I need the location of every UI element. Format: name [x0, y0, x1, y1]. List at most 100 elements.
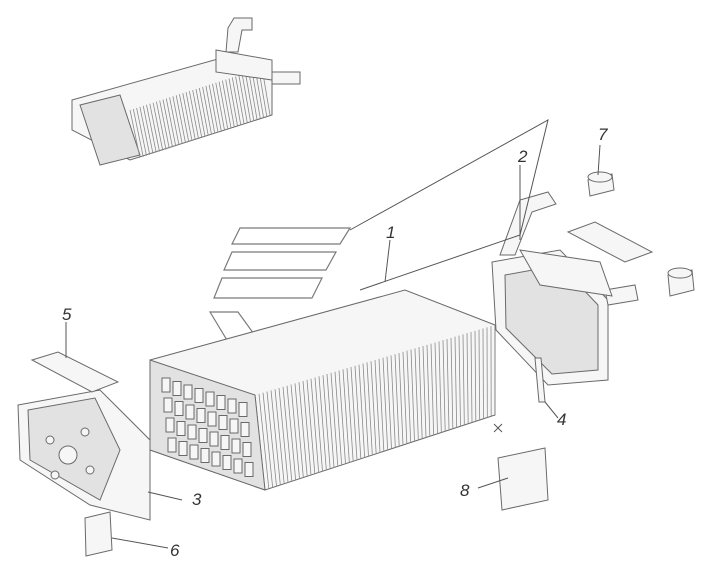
reference-fin — [152, 102, 164, 151]
callout-6: 6 — [170, 541, 180, 560]
tube-opening — [194, 388, 204, 403]
reference-fin — [251, 71, 261, 119]
core-fin — [446, 338, 450, 431]
core-fin — [310, 378, 320, 473]
tube-opening — [233, 458, 243, 474]
reference-fin — [175, 95, 186, 144]
reference-fin — [195, 88, 206, 137]
core-fin — [406, 350, 412, 443]
core-fin — [374, 359, 381, 453]
reference-fin — [189, 91, 199, 139]
reference-fin — [215, 82, 225, 131]
tube-opening — [165, 417, 175, 433]
core-fin — [330, 372, 339, 467]
core-fin — [402, 351, 408, 444]
assembled-heater-reference — [71, 17, 301, 166]
core-fin — [422, 345, 427, 438]
tube-opening — [163, 397, 173, 413]
reference-fin — [228, 78, 238, 126]
gasket-right — [566, 221, 654, 263]
left-tank — [17, 389, 151, 521]
core-fin — [342, 369, 350, 463]
reference-fin — [235, 76, 245, 124]
callout-8: 8 — [460, 481, 470, 500]
core-fin — [398, 352, 404, 446]
reference-fin — [172, 96, 183, 145]
callout-4: 4 — [557, 410, 566, 429]
core-fin — [430, 343, 435, 436]
reference-fin — [146, 104, 157, 153]
core-fin — [450, 337, 454, 429]
core-fin — [454, 336, 458, 428]
tube-opening — [185, 404, 195, 420]
core-fin — [322, 375, 331, 469]
core-fin — [258, 393, 270, 489]
tube-opening — [183, 384, 193, 400]
reference-fin — [159, 100, 170, 149]
reference-fin — [231, 77, 242, 125]
core-fin — [266, 391, 277, 487]
tube-opening — [240, 422, 250, 437]
reference-fin — [149, 103, 160, 152]
core-fin — [438, 341, 442, 433]
core-fin — [294, 383, 304, 478]
reference-fin — [225, 79, 235, 127]
reference-fin — [136, 107, 147, 156]
tube-opening — [242, 442, 252, 457]
tube-opening — [222, 455, 232, 470]
reference-fin — [205, 85, 216, 134]
tube-opening — [218, 415, 228, 430]
reference-fin — [238, 75, 248, 123]
reference-fin — [169, 97, 180, 146]
callout-7: 7 — [598, 125, 608, 144]
reference-fin — [182, 93, 193, 141]
cap-7-bottom — [667, 267, 695, 297]
core-fin — [298, 382, 308, 477]
tube-opening — [244, 462, 254, 477]
tube-opening — [207, 411, 217, 427]
reference-fin — [142, 105, 154, 154]
core-fin — [302, 380, 312, 476]
core-fin — [358, 364, 366, 458]
tube-opening — [216, 395, 226, 410]
core-fin — [378, 358, 385, 452]
tube-opening — [211, 451, 221, 467]
right-tank — [491, 191, 639, 386]
core-fin — [306, 379, 316, 474]
core-fin — [334, 371, 343, 466]
core-fin — [338, 370, 346, 464]
core-fin — [370, 361, 377, 454]
core-fin — [282, 386, 293, 482]
core-fin — [394, 354, 400, 447]
core-fin — [278, 387, 289, 483]
core-fin — [418, 347, 423, 439]
core-fin — [354, 365, 362, 459]
core-fin — [286, 385, 297, 481]
reference-fin — [202, 86, 212, 135]
tube-opening — [189, 444, 199, 460]
core-fin — [326, 373, 335, 468]
tube-opening — [227, 398, 237, 414]
reference-fin — [162, 99, 173, 148]
core-fin — [462, 334, 465, 426]
core-fin — [426, 344, 431, 437]
core-fin — [382, 357, 389, 451]
tube-opening — [200, 448, 210, 463]
core-fin — [410, 349, 415, 442]
core-fin — [466, 333, 469, 424]
reference-fin — [129, 109, 141, 159]
tube-opening — [229, 418, 239, 434]
core-fin — [362, 363, 369, 457]
callout-5: 5 — [62, 305, 72, 324]
tube-opening — [187, 424, 197, 440]
reference-fin — [198, 87, 209, 136]
reference-fin — [218, 81, 229, 130]
core-fin — [470, 331, 473, 423]
core-fin — [386, 356, 392, 449]
core-fin — [314, 377, 323, 472]
callout-2: 2 — [517, 147, 528, 166]
leader-lines — [65, 119, 601, 549]
core-fin — [442, 340, 446, 432]
cap-7-top — [587, 171, 615, 197]
core-fin — [274, 389, 285, 484]
